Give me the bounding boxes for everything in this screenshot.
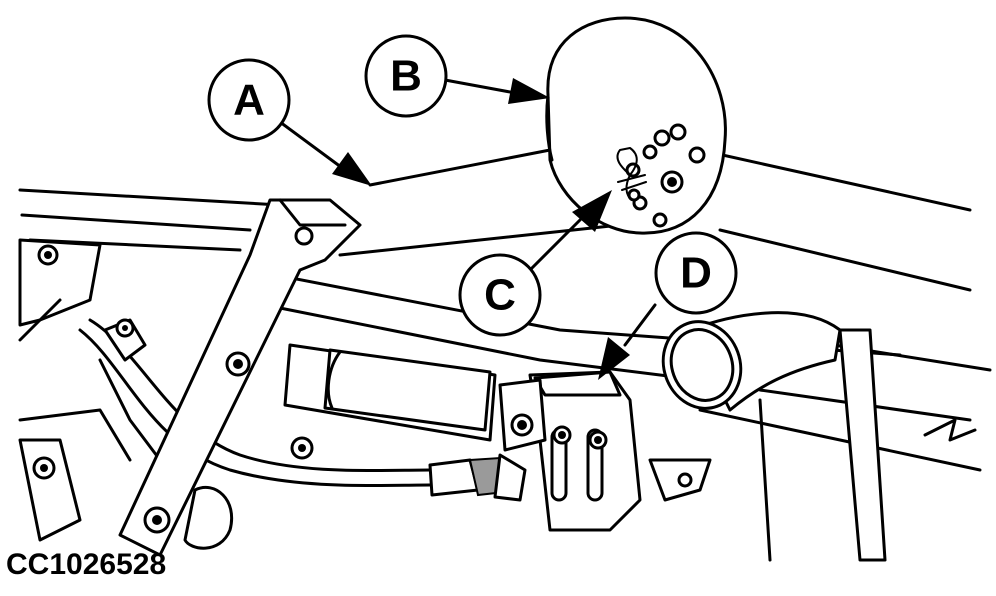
left-components <box>18 238 314 542</box>
callout-d-label: D <box>680 249 712 298</box>
frame-rails <box>18 148 992 562</box>
hydraulic-hose <box>78 318 527 502</box>
round-tube <box>661 311 887 562</box>
callout-c: C <box>458 253 542 337</box>
cotter-pin <box>616 147 647 201</box>
callout-a: A <box>207 58 291 142</box>
adjustment-bracket <box>498 370 712 532</box>
arrowhead-b <box>508 78 550 104</box>
callout-b: B <box>364 34 448 118</box>
figure-id-label: CC1026528 <box>6 548 167 581</box>
callout-b-label: B <box>390 52 422 101</box>
callout-d: D <box>654 231 738 315</box>
arrowhead-a <box>332 152 372 186</box>
arrowhead-d <box>598 337 630 380</box>
callout-c-label: C <box>484 271 516 320</box>
leader-lines <box>278 78 657 380</box>
arrowhead-c <box>572 190 612 232</box>
hydraulic-cylinder <box>283 343 497 442</box>
strap-link <box>118 198 362 557</box>
callout-a-label: A <box>233 76 265 125</box>
round-plate <box>545 16 727 235</box>
